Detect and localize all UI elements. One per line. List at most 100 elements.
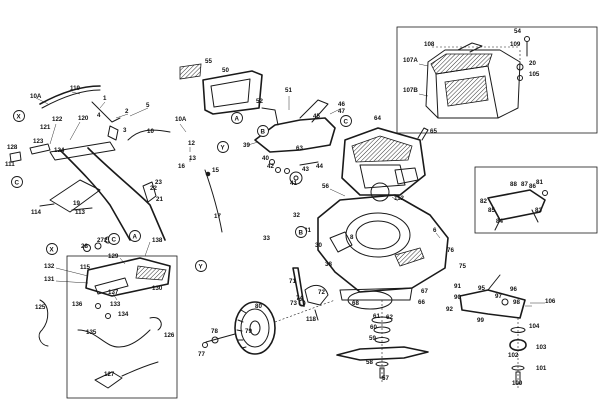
plug-127	[94, 361, 159, 389]
bolt-54	[524, 36, 530, 42]
callout-12: 12	[188, 140, 195, 147]
callout-86: 86	[529, 183, 536, 190]
switch-box-inset	[38, 241, 178, 399]
callout-43: 43	[302, 166, 309, 173]
wheel-height-plate	[347, 290, 393, 310]
callout-91: 91	[454, 283, 461, 290]
rear-flap-assembly	[179, 63, 263, 115]
callout-41: 41	[290, 180, 297, 187]
bracket-39	[254, 117, 336, 153]
callout-97: 97	[495, 293, 502, 300]
knob-27	[94, 242, 102, 250]
side-washer-97	[501, 298, 509, 306]
rear-wheel	[202, 299, 336, 355]
svg-text:Y: Y	[199, 264, 204, 271]
callout-98: 98	[513, 299, 520, 306]
wheel-tyre	[234, 301, 276, 355]
pulley-41	[289, 171, 303, 185]
switch-cover-130	[135, 265, 167, 281]
pulley-41-hub	[293, 175, 299, 181]
callout-133: 133	[110, 301, 121, 308]
nut-43	[284, 168, 290, 174]
linkage-leaders	[247, 96, 341, 146]
spring-74	[298, 299, 306, 307]
lever-71	[292, 267, 305, 307]
lever-bracket-3	[107, 125, 119, 141]
switch-inset-frame	[66, 255, 178, 399]
upper-handle-bar-inner	[41, 89, 101, 109]
callout-40: 40	[262, 155, 269, 162]
callout-115: 115	[80, 264, 91, 271]
engine-pulley	[370, 182, 390, 202]
handle-tube-left	[59, 149, 131, 241]
callout-114: 114	[31, 209, 42, 216]
axle-nut-78	[211, 336, 219, 344]
callout-125: 125	[35, 304, 46, 311]
callout-13: 13	[189, 155, 196, 162]
wheel-to-deck	[274, 299, 336, 323]
cable-end-16	[205, 171, 211, 177]
callout-76: 76	[447, 247, 454, 254]
callout-56: 56	[322, 183, 329, 190]
callout-10a-1: 10A	[30, 93, 42, 100]
callout-124: 124	[54, 147, 65, 154]
callout-99: 99	[477, 317, 484, 324]
blade-bolt-57	[379, 367, 385, 379]
rear-flap-50-inner	[210, 78, 251, 108]
callout-63: 63	[296, 145, 303, 152]
callout-51: 51	[285, 87, 292, 94]
callout-129: 129	[108, 253, 119, 260]
clamp-124	[29, 143, 51, 155]
callout-44: 44	[316, 163, 323, 170]
callout-labels: 54 109 108 107A 20 105 107B 55 50 10A 11…	[5, 28, 556, 387]
callout-85: 85	[488, 207, 495, 214]
svg-text:A: A	[235, 116, 240, 123]
handle-assembly	[9, 85, 223, 252]
callout-88: 88	[510, 181, 517, 188]
label-plate-55	[179, 63, 202, 80]
side-bracket-assembly	[459, 274, 545, 388]
deck-front-lip	[339, 287, 413, 301]
mark-a-2: A	[129, 230, 141, 242]
handle-bolt-113	[71, 207, 93, 211]
engine-cover-inset	[396, 26, 598, 134]
callout-102: 102	[508, 352, 519, 359]
axle-cap-77	[202, 342, 208, 348]
callout-30: 30	[315, 242, 322, 249]
svg-text:X: X	[17, 114, 22, 121]
callout-10a-2: 10A	[175, 116, 187, 123]
callout-65: 65	[430, 128, 437, 135]
callout-113: 113	[75, 209, 86, 216]
washer-59	[374, 337, 390, 343]
callout-4: 4	[97, 112, 101, 119]
bolt-114	[39, 203, 55, 207]
washer-42	[275, 167, 281, 173]
callout-112: 112	[394, 195, 405, 202]
bracket-inset-frame	[474, 166, 598, 234]
rod-118	[314, 309, 319, 321]
rear-flap-8	[329, 231, 353, 253]
axle-79	[205, 333, 236, 343]
deck-leaders	[329, 188, 441, 239]
callout-74: 74	[296, 295, 303, 302]
callout-55: 55	[205, 58, 212, 65]
callout-78: 78	[211, 328, 218, 335]
handle-leaders	[35, 91, 191, 162]
callout-28: 28	[81, 243, 88, 250]
linkage-rod-44	[299, 161, 319, 166]
callout-130: 130	[152, 285, 163, 292]
callout-120: 120	[78, 115, 89, 122]
engine-fins	[351, 135, 413, 163]
callout-71: 71	[289, 278, 296, 285]
callout-21: 21	[156, 196, 163, 203]
callout-67: 67	[421, 288, 428, 295]
callout-134: 134	[118, 311, 129, 318]
screw-133	[95, 303, 101, 309]
callout-8: 8	[350, 234, 354, 241]
callout-128: 128	[7, 144, 18, 151]
callout-68: 68	[352, 300, 359, 307]
mark-a-1: A	[231, 112, 243, 124]
bowden-cable-16	[204, 169, 223, 233]
callout-123: 123	[33, 138, 44, 145]
